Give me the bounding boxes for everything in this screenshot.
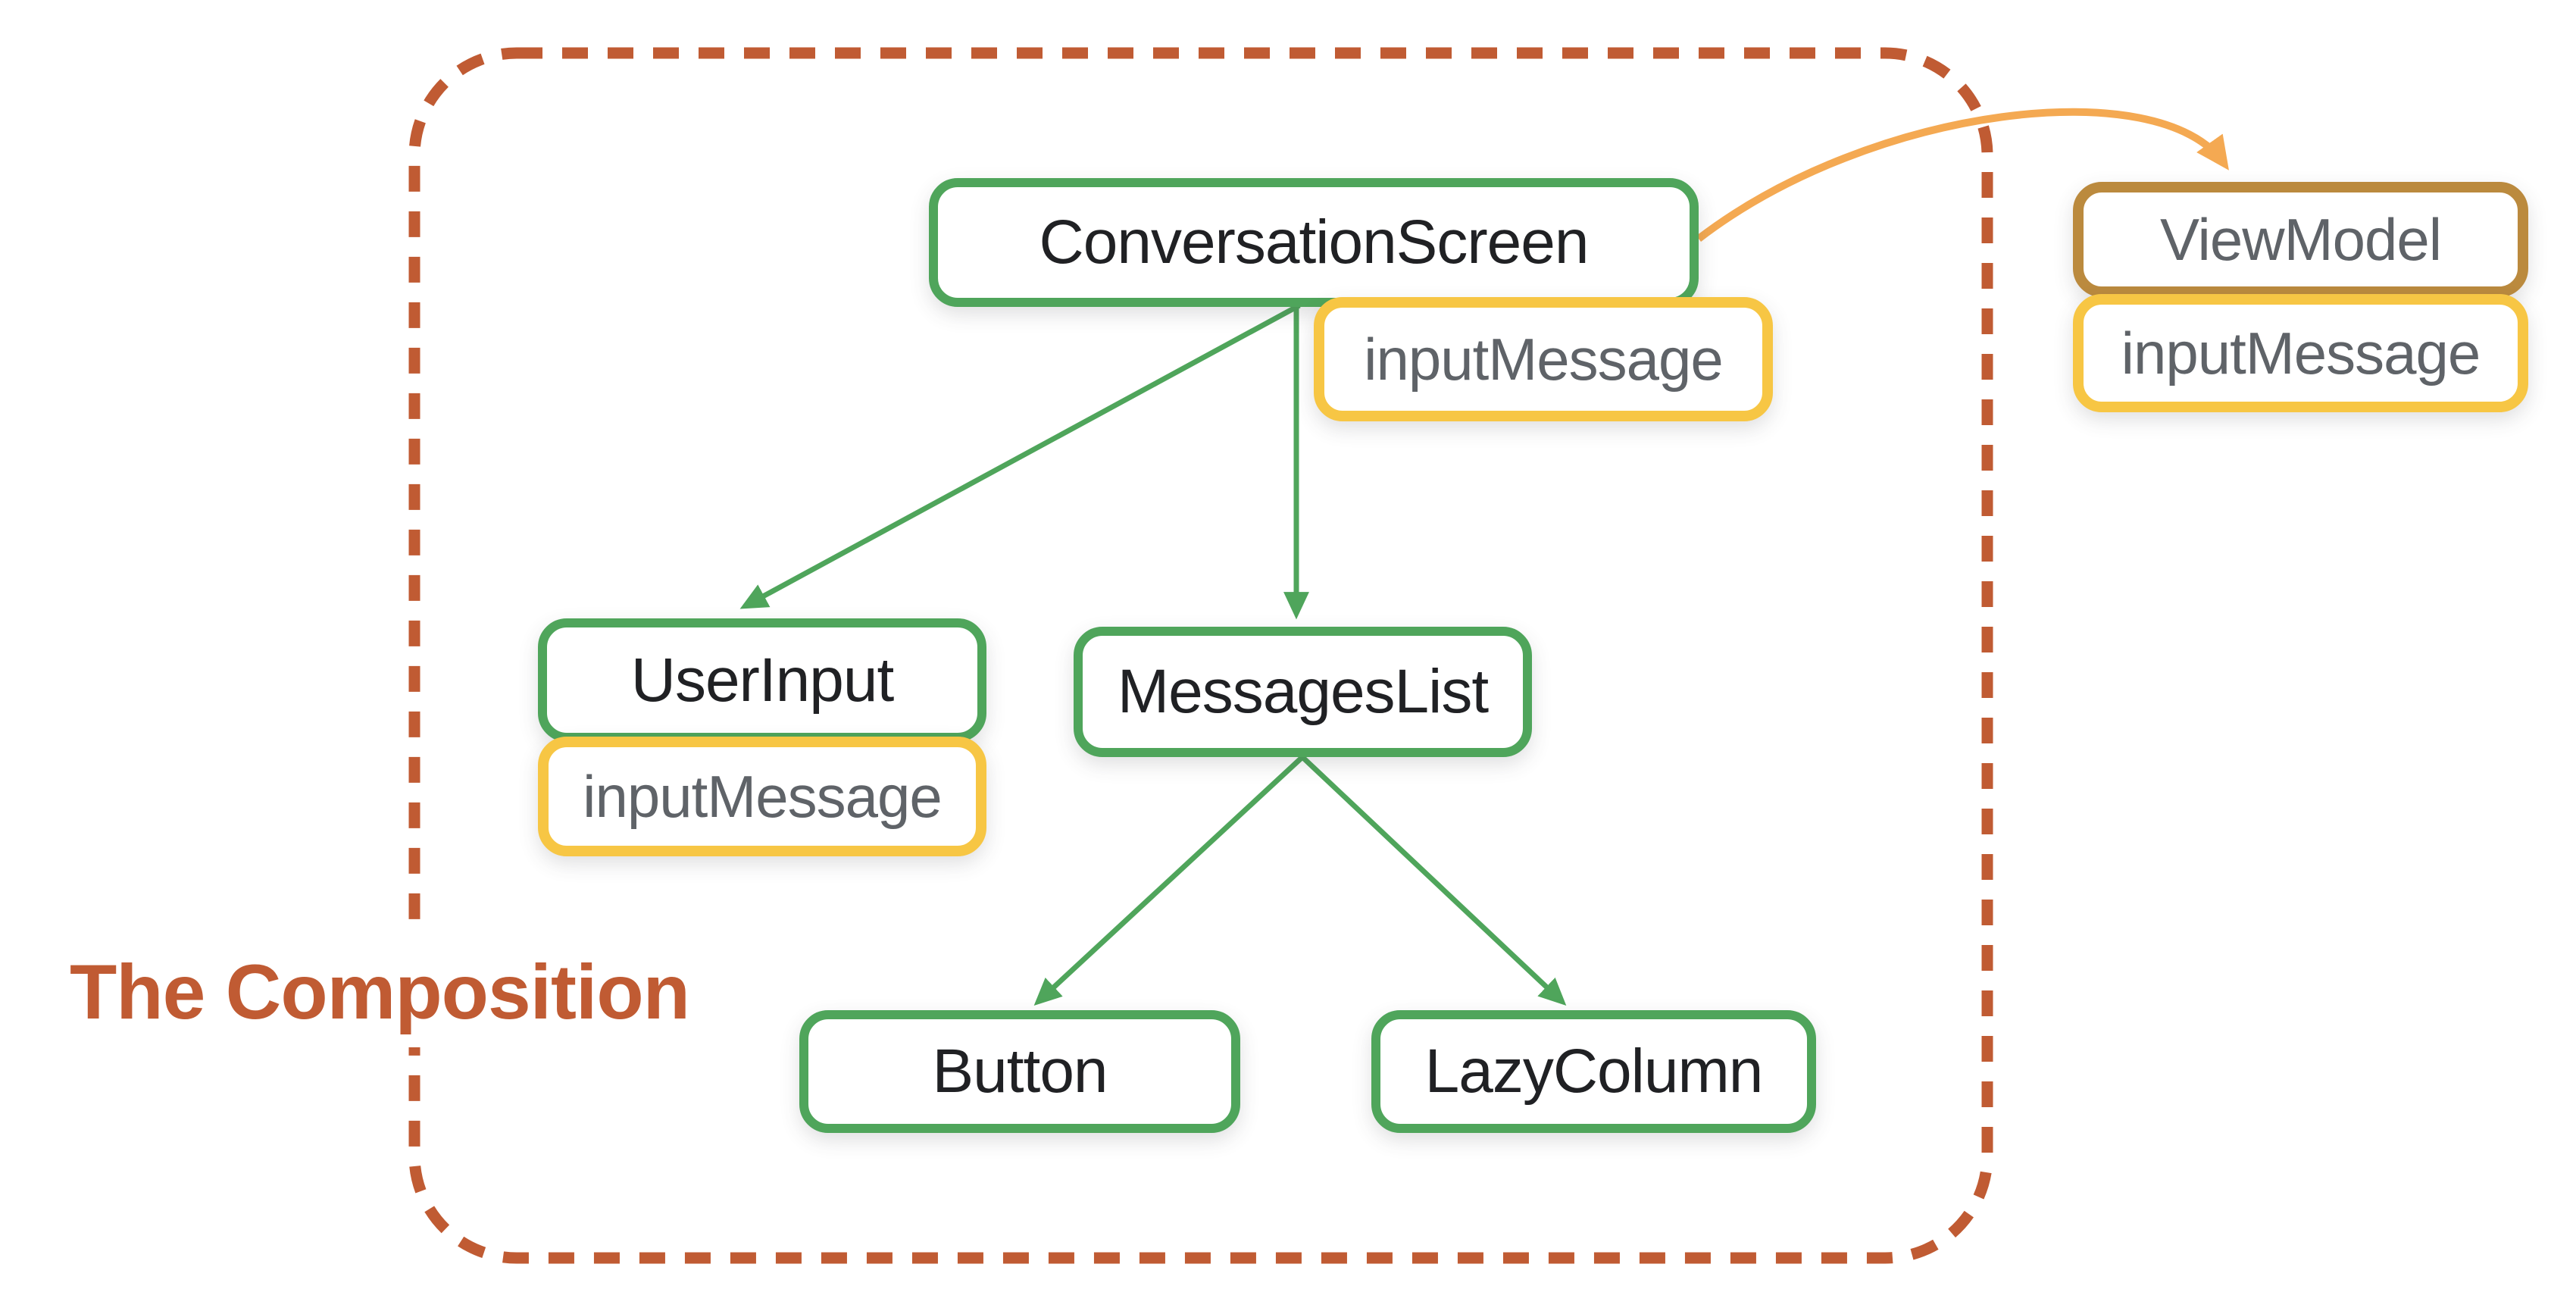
node-conversation-screen: ConversationScreen (929, 178, 1699, 307)
node-view-model: ViewModel (2073, 182, 2528, 297)
edge-messageslist-lazycolumn (1300, 755, 1567, 1006)
node-user-input: UserInput (538, 618, 986, 742)
node-messages-list-label: MessagesList (1117, 657, 1489, 726)
state-badge-user-input-label: inputMessage (583, 763, 943, 830)
state-badge-view-model-label: inputMessage (2121, 320, 2481, 386)
state-badge-conversation-screen: inputMessage (1314, 297, 1773, 421)
edge-conversationscreen-viewmodel (1696, 108, 2229, 242)
composition-boundary (408, 47, 1993, 1264)
node-button: Button (799, 1010, 1240, 1133)
caption: The Composition (48, 937, 711, 1047)
state-badge-user-input: inputMessage (538, 737, 986, 856)
node-user-input-label: UserInput (630, 645, 895, 715)
state-badge-view-model: inputMessage (2073, 294, 2528, 412)
edge-messageslist-button (1033, 755, 1305, 1006)
node-button-label: Button (932, 1037, 1108, 1106)
node-messages-list: MessagesList (1074, 627, 1532, 757)
node-lazy-column: LazyColumn (1371, 1010, 1816, 1133)
node-lazy-column-label: LazyColumn (1424, 1037, 1764, 1106)
node-view-model-label: ViewModel (2159, 206, 2442, 273)
edge-conversationscreen-userinput (739, 302, 1301, 609)
node-conversation-screen-label: ConversationScreen (1039, 208, 1590, 277)
state-badge-conversation-screen-label: inputMessage (1364, 326, 1724, 393)
